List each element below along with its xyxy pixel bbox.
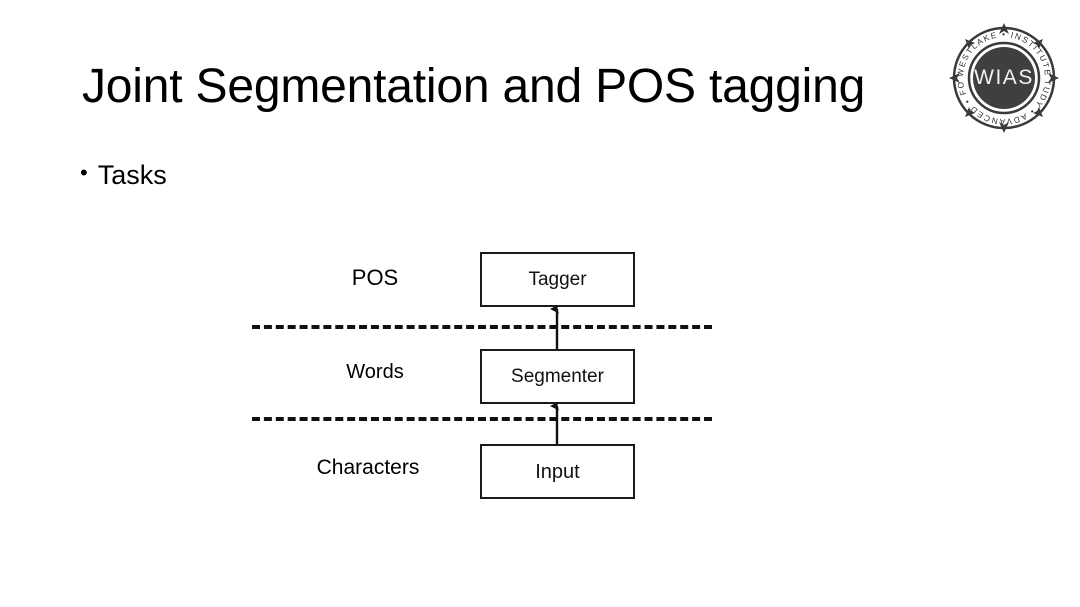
level-label-characters-text: Characters <box>316 456 420 479</box>
logo-center-disc <box>973 47 1035 109</box>
bullet-list-item: • Tasks <box>80 159 167 191</box>
process-box-segmenter[interactable]: Segmenter <box>480 349 635 404</box>
page-title: Joint Segmentation and POS tagging <box>82 60 866 113</box>
bullet-label-tasks: Tasks <box>97 160 167 190</box>
divider-upper <box>252 325 712 329</box>
process-box-input[interactable]: Input <box>480 444 635 499</box>
process-box-input-label: Input <box>535 460 580 483</box>
logo-inner-ring <box>967 41 1041 115</box>
process-box-tagger-label: Tagger <box>528 268 587 290</box>
level-label-pos-text: POS <box>351 265 399 290</box>
level-label-characters: Characters <box>268 455 468 480</box>
level-label-words-text: Words <box>346 361 404 383</box>
level-label-pos: POS <box>275 265 475 291</box>
process-box-segmenter-label: Segmenter <box>511 365 604 387</box>
level-label-words: Words <box>275 360 475 384</box>
logo-outer-ring <box>952 26 1056 130</box>
wias-logo: WESTLAKE • INSTITUTE STUDY • ADVANCED • … <box>948 22 1059 133</box>
logo-center-text: WIAS <box>974 66 1034 89</box>
bullet-point-icon: • <box>80 160 88 185</box>
process-box-tagger[interactable]: Tagger <box>480 252 635 307</box>
divider-lower <box>252 417 712 421</box>
